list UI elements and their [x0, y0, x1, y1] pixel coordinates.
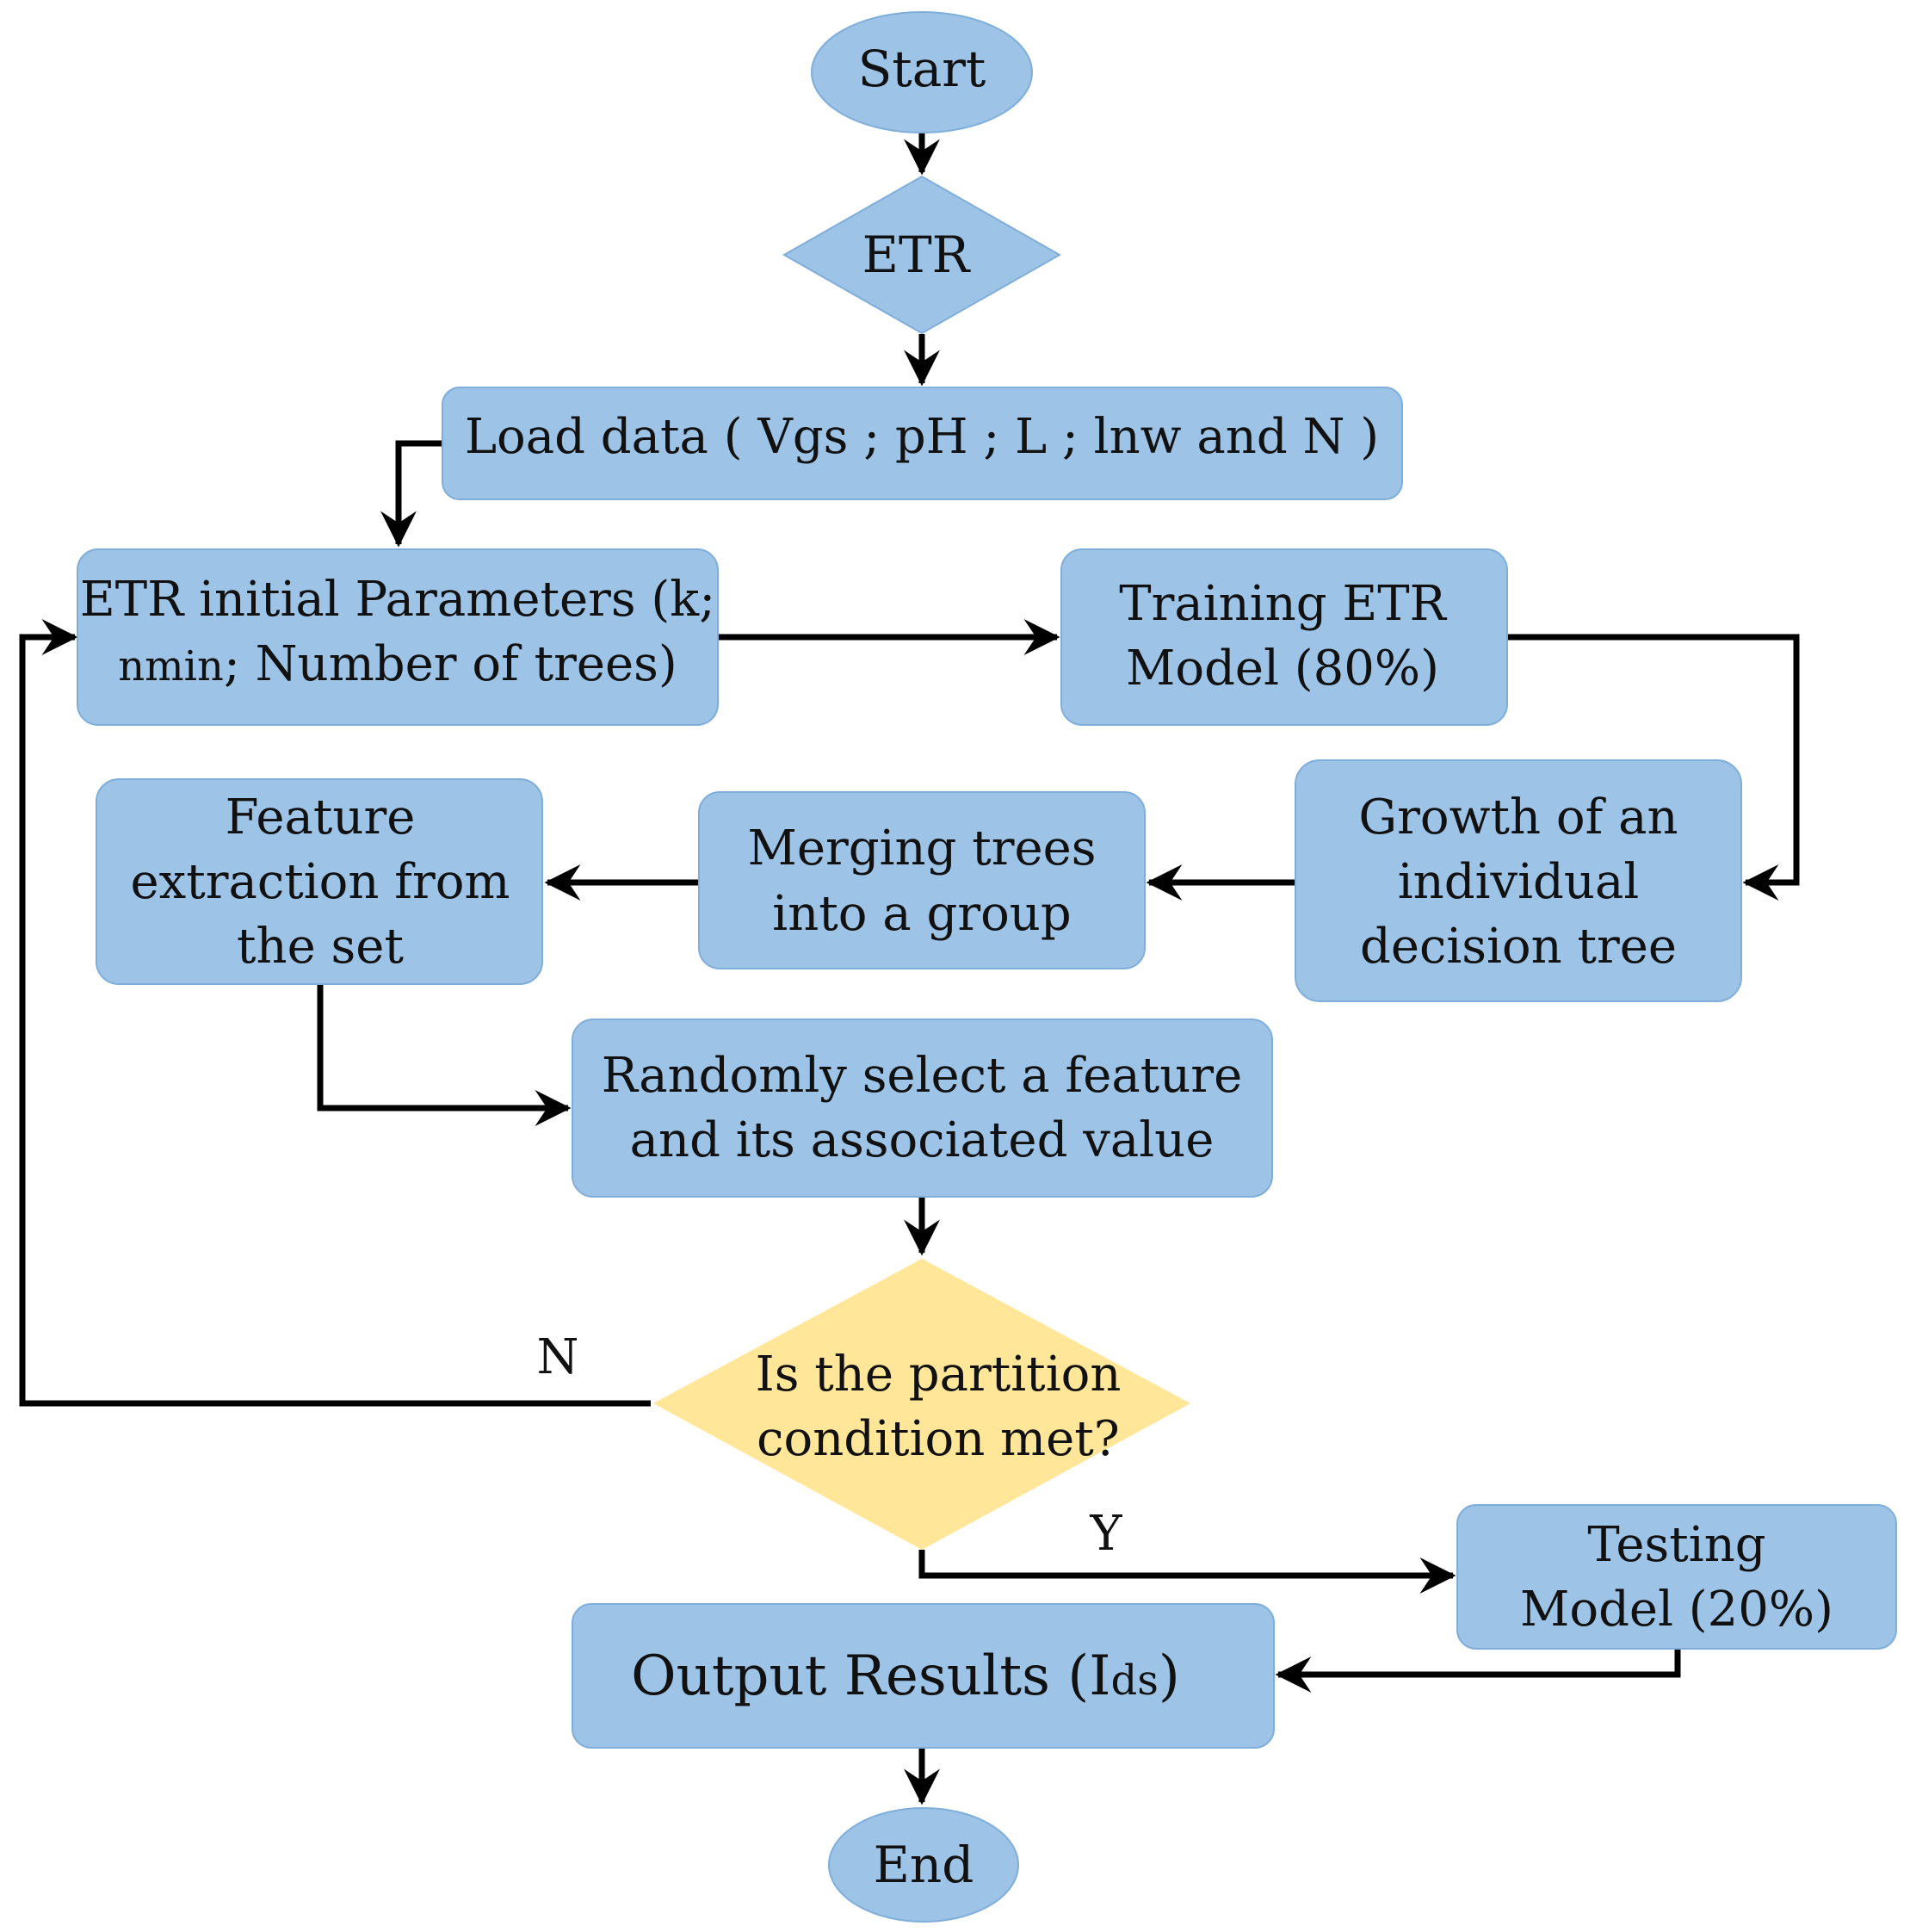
output-prefix: Output Results (I — [631, 1644, 1110, 1708]
random-select-line2: and its associated value — [630, 1112, 1215, 1168]
feature-line3: the set — [237, 919, 404, 975]
merging-line2: into a group — [772, 886, 1071, 942]
edge-label-no: N — [537, 1329, 579, 1385]
edges — [19, 133, 1800, 1805]
growth-line3: decision tree — [1360, 919, 1677, 975]
feature-line1: Feature — [226, 790, 416, 845]
end-node: End — [828, 1807, 1019, 1923]
load-data-node: Load data ( Vgs ; pH ; L ; lnw and N ) — [442, 387, 1403, 500]
output-label: Output Results (Ids) — [631, 1644, 1180, 1708]
init-params-line2: nmin; Number of trees) — [118, 636, 677, 692]
decision-line1: Is the partition — [756, 1347, 1122, 1403]
training-line2: Model (80%) — [1126, 641, 1439, 697]
init-params-line2-rest: ; Number of trees) — [224, 636, 677, 692]
end-label: End — [874, 1836, 974, 1894]
output-sub: ds — [1111, 1656, 1159, 1705]
growth-line1: Growth of an — [1358, 790, 1678, 845]
growth-line2: individual — [1398, 854, 1640, 910]
random-select-node: Randomly select a feature and its associ… — [572, 1019, 1273, 1198]
init-params-node: ETR initial Parameters (k; nmin; Number … — [77, 548, 719, 726]
start-label: Start — [858, 40, 986, 98]
testing-line2: Model (20%) — [1520, 1582, 1833, 1638]
init-params-line1: ETR initial Parameters (k; — [80, 572, 715, 628]
merging-line1: Merging trees — [747, 820, 1096, 876]
nodes: Start ETR Load data ( Vgs ; pH ; L ; lnw… — [77, 11, 1897, 1923]
random-select-line1: Randomly select a feature — [602, 1048, 1242, 1104]
training-node: Training ETR Model (80%) — [1060, 548, 1508, 726]
output-node: Output Results (Ids) — [572, 1603, 1275, 1749]
load-data-label: Load data ( Vgs ; pH ; L ; lnw and N ) — [465, 409, 1379, 465]
edge-label-yes: Y — [1090, 1506, 1123, 1562]
training-line1: Training ETR — [1119, 576, 1447, 632]
edge-load-to-params — [380, 440, 442, 548]
etr-label: ETR — [862, 226, 972, 284]
edge-decision-yes-to-testing — [918, 1550, 1456, 1594]
edge-feature-to-random — [317, 984, 572, 1126]
testing-node: Testing Model (20%) — [1456, 1504, 1897, 1650]
decision-node: Is the partition condition met? — [653, 1259, 1190, 1550]
growth-node: Growth of an individual decision tree — [1295, 759, 1742, 1002]
edge-decision-no-loop — [19, 619, 651, 1407]
decision-line2: condition met? — [757, 1411, 1120, 1467]
output-suffix: ) — [1159, 1644, 1180, 1708]
merging-node: Merging trees into a group — [698, 791, 1146, 969]
edge-testing-to-output — [1275, 1649, 1681, 1693]
etr-node: ETR — [782, 175, 1062, 335]
init-params-nmin: nmin — [118, 642, 224, 690]
start-node: Start — [811, 11, 1033, 133]
testing-line1: Testing — [1587, 1517, 1765, 1573]
feature-node: Feature extraction from the set — [96, 778, 543, 985]
edge-training-to-growth — [1507, 634, 1800, 901]
feature-line2: extraction from — [130, 854, 510, 910]
